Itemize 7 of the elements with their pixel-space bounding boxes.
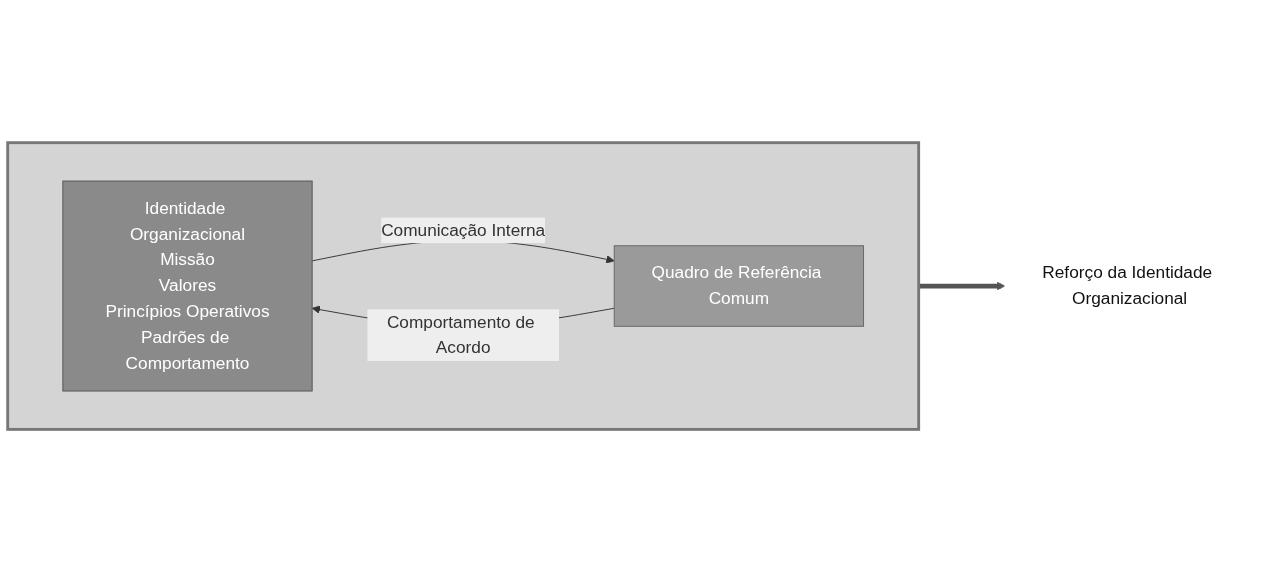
cluster [6,141,921,432]
edge-label: Comportamento de Acordo [386,312,535,358]
node-box: Quadro de Referência Comum [613,245,864,328]
edge-label: Comunicação Interna [381,220,546,240]
node-box: Identidade Organizacional Missão Valores Princípios Operativos Padrões de Comportamento [62,181,313,392]
node-text: Reforço da Identidade Organizacional [1042,263,1213,309]
arrow [918,282,1006,291]
